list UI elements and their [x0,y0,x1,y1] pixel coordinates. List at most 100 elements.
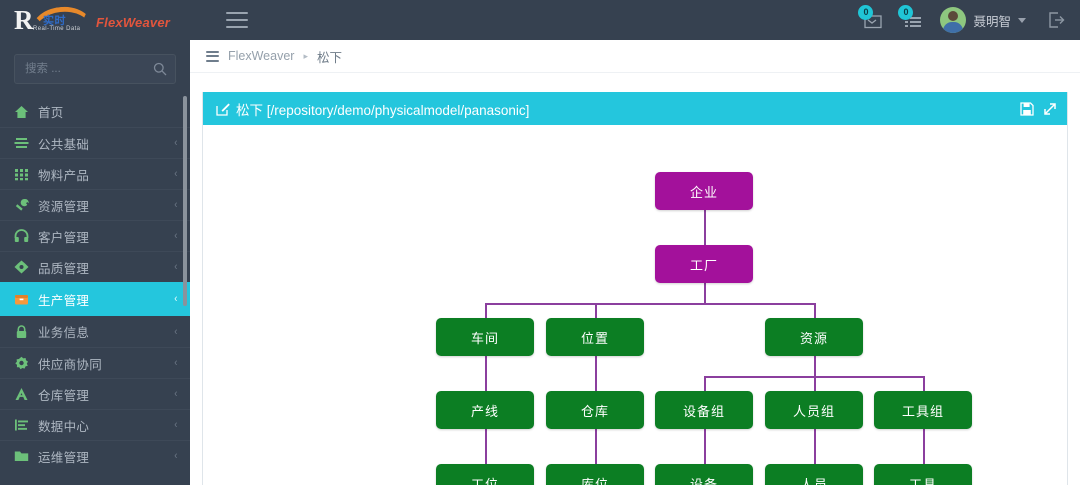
sidebar-item-quality-management[interactable]: 品质管理 ‹ [0,251,190,282]
diagram-node-equipgroup[interactable]: 设备组 [655,391,753,429]
grid-icon [14,167,34,181]
diagram-node-binloc[interactable]: 库位 [546,464,644,485]
diagram-connector [923,429,925,464]
edit-icon[interactable] [216,102,230,116]
diagram-connector [485,303,815,305]
hamburger-bar [206,59,219,62]
top-bar: R 实时 Real-Time Data FlexWeaver 0 0 [0,0,1080,40]
diagram-node-toolgroup[interactable]: 工具组 [874,391,972,429]
sidebar-item-arrow: ‹ [174,388,178,400]
sidebar-item-material-product[interactable]: 物料产品 ‹ [0,158,190,189]
sidebar-item-ops-management[interactable]: 运维管理 ‹ [0,440,190,471]
avatar-body [943,22,964,33]
top-bar-right: 0 0 [858,0,1080,40]
diagram-node-label: 企业 [689,184,718,200]
diagram-node-warehouse[interactable]: 仓库 [546,391,644,429]
message-notification-button[interactable]: 0 [858,5,886,33]
search-icon[interactable] [153,62,167,76]
breadcrumb-root-link[interactable]: FlexWeaver [228,49,295,63]
diagram-node-tool[interactable]: 工具 [874,464,972,485]
sidebar-item-label: 供应商协同 [38,357,103,372]
avatar-head [948,11,959,21]
diagram-connector [485,356,487,391]
hamburger-icon[interactable] [206,50,219,62]
chevron-down-icon [1018,17,1026,23]
sidebar-item-business-info[interactable]: 业务信息 ‹ [0,316,190,347]
sidebar-item-label: 品质管理 [38,261,90,276]
brand-logo[interactable]: R 实时 Real-Time Data FlexWeaver [0,0,190,40]
hamburger-icon[interactable] [226,12,248,28]
breadcrumb-current: 松下 [317,50,343,65]
sidebar-item-supplier-collaboration[interactable]: 供应商协同 ‹ [0,347,190,378]
hamburger-bar [226,12,248,14]
sidebar-item-warehouse-management[interactable]: 仓库管理 ‹ [0,378,190,409]
diagram-node-label: 设备组 [682,403,725,419]
sidebar: 首页 公共基础 ‹ [0,40,190,485]
diagram-canvas[interactable]: 企业工厂车间 位置 资源产线 仓库 设备组 人员组 工具组工位 库位设备 人员 工具 [203,125,1067,485]
diagram-node-resource[interactable]: 资源 [765,318,863,356]
sidebar-item-label: 生产管理 [38,293,90,308]
logo-subtitle: Real-Time Data [33,26,81,32]
task-notification-button[interactable]: 0 [898,5,926,33]
logout-icon[interactable] [1046,10,1066,30]
sidebar-item-arrow: ‹ [174,419,178,431]
gear-icon [14,356,34,370]
sidebar-item-data-center[interactable]: 数据中心 ‹ [0,409,190,440]
diagram-node-label: 人员 [799,476,828,485]
diagram-node-staffgroup[interactable]: 人员组 [765,391,863,429]
diagram-node-label: 工具 [908,476,937,485]
diagram-node-label: 车间 [470,330,499,346]
expand-button[interactable] [1043,102,1057,116]
diagram-node-enterprise[interactable]: 企业 [655,172,753,210]
save-icon [1020,101,1034,116]
diagram-node-workshop[interactable]: 车间 [436,318,534,356]
diagram-node-station[interactable]: 工位 [436,464,534,485]
diagram-connector [923,376,925,391]
diagram-connector [485,303,487,318]
diagram-node-label: 资源 [799,330,828,346]
avatar-icon [940,7,967,33]
breadcrumb-separator: ▸ [303,50,308,61]
logo-product-name: FlexWeaver [96,15,171,30]
diagram-node-label: 产线 [470,403,499,419]
hamburger-bar [206,55,219,57]
search-box[interactable] [14,54,176,84]
sidebar-item-customer-management[interactable]: 客户管理 ‹ [0,220,190,251]
diagram-connector [595,356,597,391]
diagram-connector [485,429,487,464]
diagram-node-line[interactable]: 产线 [436,391,534,429]
main-content: FlexWeaver ▸ 松下 松下 [/repository/demo/phy… [190,40,1080,485]
diagram-connector [814,429,816,464]
sidebar-item-home[interactable]: 首页 [0,96,190,127]
task-badge-count: 0 [898,5,914,20]
sidebar-item-resource-management[interactable]: 资源管理 ‹ [0,189,190,220]
sidebar-item-production-management[interactable]: 生产管理 ‹ [0,282,190,316]
logo-chinese-text: 实时 [43,15,66,27]
user-menu[interactable]: 聂明智 [940,7,1026,33]
diagram-connector [704,210,706,245]
message-badge-count: 0 [858,5,874,20]
sidebar-item-arrow: ‹ [174,450,178,462]
diagram-connector [704,429,706,464]
sidebar-item-arrow: ‹ [174,137,178,149]
breadcrumb: FlexWeaver ▸ 松下 [190,40,1080,73]
sidebar-scrollbar[interactable] [183,96,187,306]
home-icon [14,105,34,119]
diagram-node-staff[interactable]: 人员 [765,464,863,485]
hamburger-bar [206,50,219,53]
sidebar-item-public-base[interactable]: 公共基础 ‹ [0,127,190,158]
sidebar-item-arrow: ‹ [174,325,178,338]
search-input[interactable] [15,55,175,83]
diagram-node-factory[interactable]: 工厂 [655,245,753,283]
diagram-node-location[interactable]: 位置 [546,318,644,356]
sidebar-search-wrapper [0,40,190,94]
diagram-node-label: 设备 [689,476,718,485]
sidebar-item-label: 资源管理 [38,199,90,214]
save-button[interactable] [1020,101,1034,116]
logo-letter: R [14,4,34,35]
diagram-node-label: 人员组 [792,403,835,419]
sidebar-item-arrow: ‹ [174,261,178,273]
diagram-node-label: 工位 [470,476,499,485]
diagram-node-equipment[interactable]: 设备 [655,464,753,485]
